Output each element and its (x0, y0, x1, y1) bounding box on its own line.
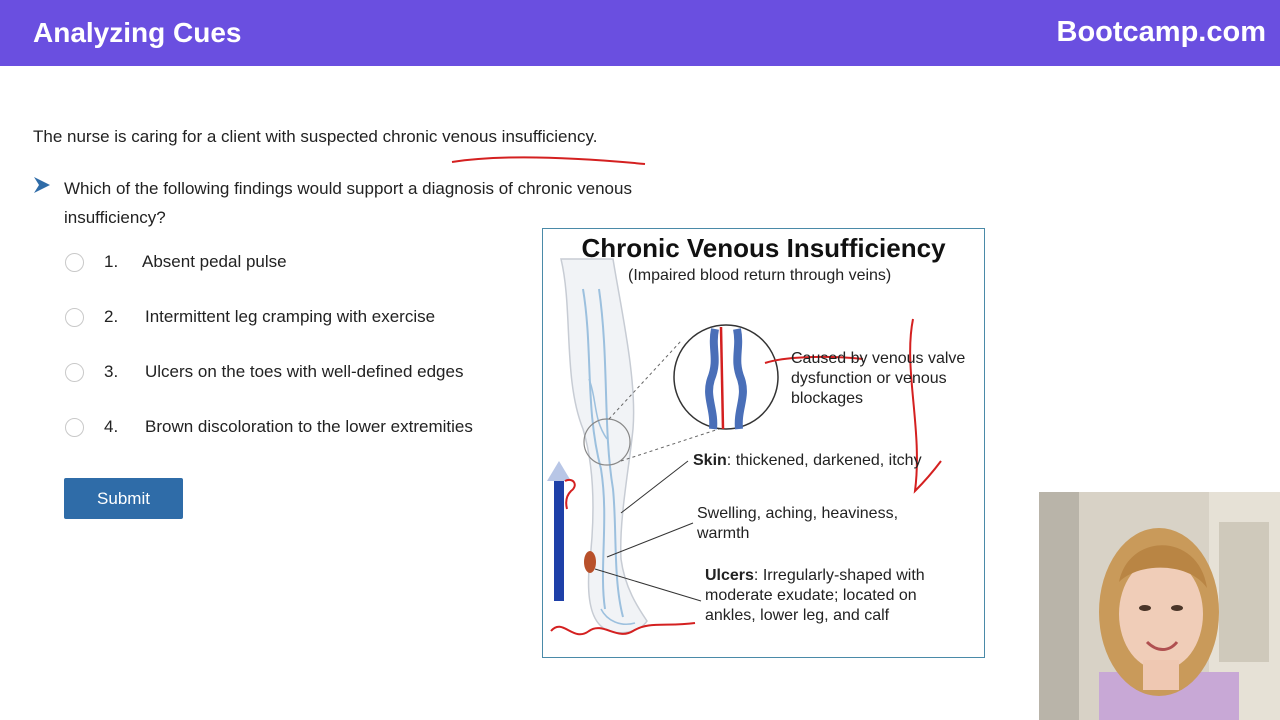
vein-zoom (705, 328, 719, 430)
cvi-illustration: Chronic Venous Insufficiency (Impaired b… (542, 228, 985, 658)
leg-diagram (547, 258, 942, 636)
option-number: 4. (104, 417, 119, 436)
vein (600, 608, 636, 625)
arrow-up-icon (547, 461, 571, 481)
ulcers-label-text: : Irregularly-shaped with moderate exuda… (705, 567, 925, 624)
annotation-red (764, 355, 864, 364)
option-number: 3. (104, 362, 119, 381)
vein (588, 378, 608, 440)
swelling-label: Swelling, aching, heaviness, warmth (697, 505, 899, 542)
option-text: Ulcers on the toes with well-defined edg… (145, 362, 464, 381)
annotation-red (909, 318, 942, 494)
option-4[interactable]: 4. Brown discoloration to the lower extr… (64, 412, 473, 442)
annotation-red (719, 326, 725, 430)
submit-button[interactable]: Submit (64, 478, 183, 519)
radio-option-1[interactable] (65, 252, 84, 272)
brand-logo: Bootcamp.com (1056, 16, 1266, 48)
zoom-circle-large (673, 324, 779, 430)
option-2[interactable]: 2. Intermittent leg cramping with exerci… (64, 302, 435, 332)
zoom-line (620, 426, 726, 462)
instructor-video (1039, 492, 1280, 720)
page-title: Analyzing Cues (33, 17, 242, 48)
annotation-red (550, 622, 696, 636)
app-header: Analyzing Cues Bootcamp.com (0, 0, 1280, 66)
option-text: Absent pedal pulse (142, 252, 287, 271)
blood-flow-arrow (554, 479, 564, 601)
option-text: Brown discoloration to the lower extremi… (145, 417, 473, 436)
vein (598, 288, 624, 618)
pointer-line (594, 568, 702, 602)
figure-subtitle: (Impaired blood return through veins) (628, 267, 892, 284)
skin-label-text: : thickened, darkened, itchy (726, 452, 922, 469)
arrow-right-icon (34, 177, 50, 193)
annotation-red (564, 479, 576, 510)
pointer-line (620, 460, 689, 514)
option-number: 2. (104, 307, 119, 326)
option-3[interactable]: 3. Ulcers on the toes with well-defined … (64, 357, 463, 387)
zoom-circle-small (583, 418, 631, 466)
cause-label: Caused by venous valve dysfunction or ve… (791, 350, 966, 407)
vein (582, 288, 606, 610)
question-prompt: Which of the following findings would su… (64, 179, 632, 227)
figure-title: Chronic Venous Insufficiency (581, 233, 946, 263)
skin-label-bold: Skin (693, 452, 727, 469)
ulcers-label-bold: Ulcers (705, 567, 754, 584)
question-stem: The nurse is caring for a client with su… (33, 127, 598, 146)
ulcers-label: Ulcers: Irregularly-shaped with moderate… (705, 566, 937, 626)
radio-option-4[interactable] (65, 417, 84, 437)
annotation-underline (451, 156, 646, 165)
skin-label: Skin: thickened, darkened, itchy (693, 451, 973, 471)
option-number: 1. (104, 252, 119, 271)
option-1[interactable]: 1. Absent pedal pulse (64, 247, 287, 277)
option-text: Intermittent leg cramping with exercise (145, 307, 436, 326)
instructor-avatar (1039, 492, 1280, 720)
vein-zoom (733, 328, 747, 430)
radio-option-2[interactable] (65, 307, 84, 327)
radio-option-3[interactable] (65, 362, 84, 382)
ulcer-mark (584, 551, 596, 573)
pointer-line (606, 522, 694, 558)
